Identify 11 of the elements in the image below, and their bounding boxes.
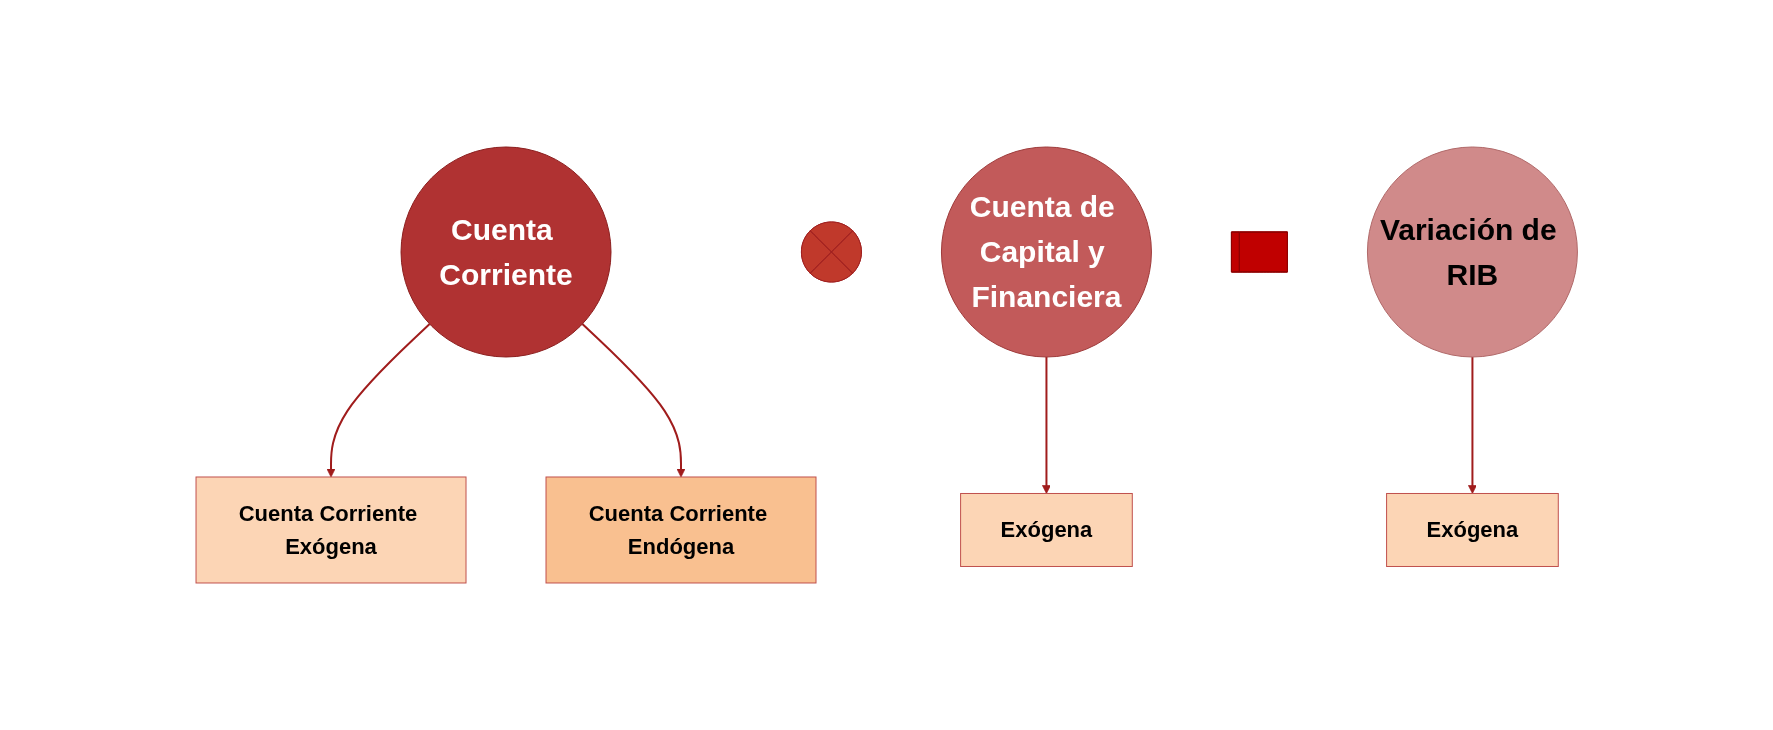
node-box: Exógena <box>1385 493 1559 567</box>
arrow <box>1041 356 1051 494</box>
arrow <box>581 323 686 478</box>
arrow <box>1467 356 1477 494</box>
node-circle: Cuenta de Capital y Financiera <box>940 146 1152 358</box>
node-box: Cuenta Corriente Exógena <box>195 476 467 584</box>
node-box: Cuenta Corriente Endógena <box>545 476 817 584</box>
node-box: Exógena <box>959 493 1133 567</box>
arrow <box>326 323 431 478</box>
node-circle: Cuenta Corriente <box>400 146 612 358</box>
node-circle: Variación de RIB <box>1366 146 1578 358</box>
